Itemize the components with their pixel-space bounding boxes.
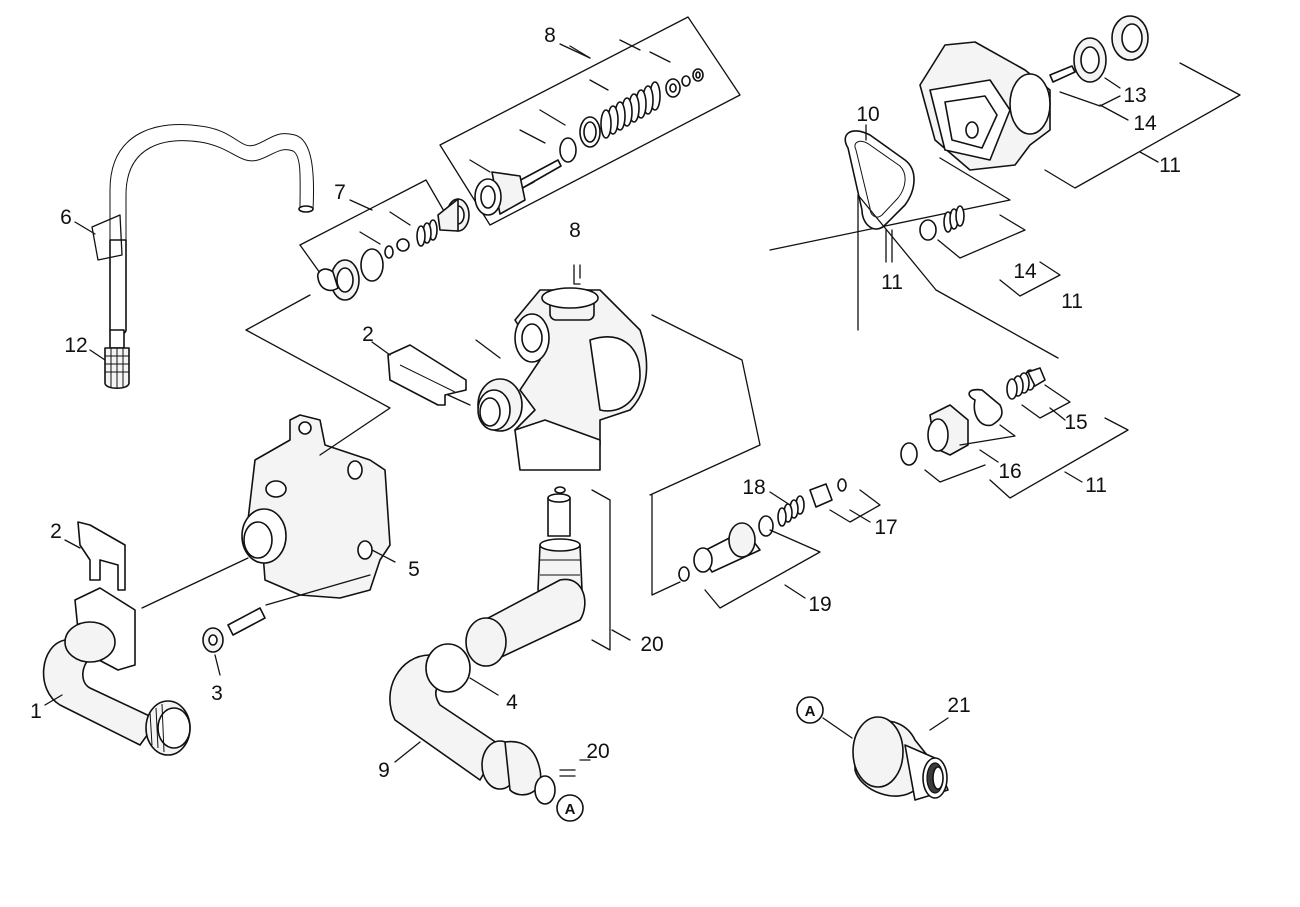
part-17-insert: [809, 478, 881, 523]
part-10-gasket: [844, 130, 915, 263]
label-16: 16: [998, 460, 1021, 483]
label-4: 4: [506, 691, 518, 714]
part-5-housing: [241, 294, 391, 599]
part-2-clip-upper: [387, 344, 471, 406]
spring-icon: [416, 219, 438, 247]
part-11-cylinder-head: [769, 41, 1241, 251]
part-15-16-valve-set: [900, 367, 1129, 499]
part-18-spring: [777, 495, 805, 527]
label-1: 1: [30, 700, 42, 723]
label-17: 17: [874, 516, 897, 539]
part-21-coupling: [822, 716, 949, 801]
label-9: 9: [378, 759, 390, 782]
part-6-tube: [91, 123, 315, 336]
label-14-lower: 14: [1013, 260, 1037, 283]
label-20-lower: 20: [586, 740, 609, 763]
label-15: 15: [1064, 411, 1087, 434]
reference-a-label: A: [805, 703, 816, 720]
reference-a-label: A: [565, 801, 576, 818]
part-7-check-valve: [299, 179, 470, 301]
reference-marker-a-right: A: [796, 696, 824, 724]
part-3-screw: [202, 574, 371, 653]
label-11-valve: 11: [1085, 474, 1107, 497]
label-8-lower: 8: [569, 219, 581, 242]
label-7: 7: [334, 181, 346, 204]
reference-marker-a-left: A: [556, 794, 584, 822]
part-1-elbow: [42, 557, 249, 756]
label-11-gasket: 11: [881, 271, 903, 294]
part-13-bearing: [1049, 15, 1149, 107]
leader-lines: [44, 45, 1159, 763]
label-6: 6: [60, 206, 72, 229]
label-12: 12: [64, 334, 87, 357]
part-9-hose: [389, 578, 586, 805]
part-2-clip-lower: [77, 521, 126, 591]
part-8-pump-head: [475, 264, 648, 471]
label-21: 21: [947, 694, 970, 717]
label-13: 13: [1123, 84, 1146, 107]
label-20: 20: [640, 633, 663, 656]
label-14-upper: 14: [1133, 112, 1157, 135]
label-5: 5: [408, 558, 420, 581]
label-3: 3: [211, 682, 223, 705]
label-10: 10: [856, 103, 879, 126]
part-number-labels: 8 7 6 8 12 2 2 5 3 1 4 9 20 20 21 10 11 …: [30, 24, 1181, 782]
spring-icon: [600, 81, 661, 139]
part-19-valve: [649, 314, 821, 609]
label-19: 19: [808, 593, 831, 616]
label-2-upper: 2: [362, 323, 374, 346]
label-11-head: 11: [1159, 154, 1181, 177]
part-8-valve-assembly: [439, 16, 741, 226]
label-8: 8: [544, 24, 556, 47]
part-14-spring-lower: [857, 194, 1061, 359]
part-12-filter: [104, 329, 130, 390]
label-18: 18: [742, 476, 765, 499]
label-2-lower: 2: [50, 520, 62, 543]
label-11-spring: 11: [1061, 290, 1083, 313]
